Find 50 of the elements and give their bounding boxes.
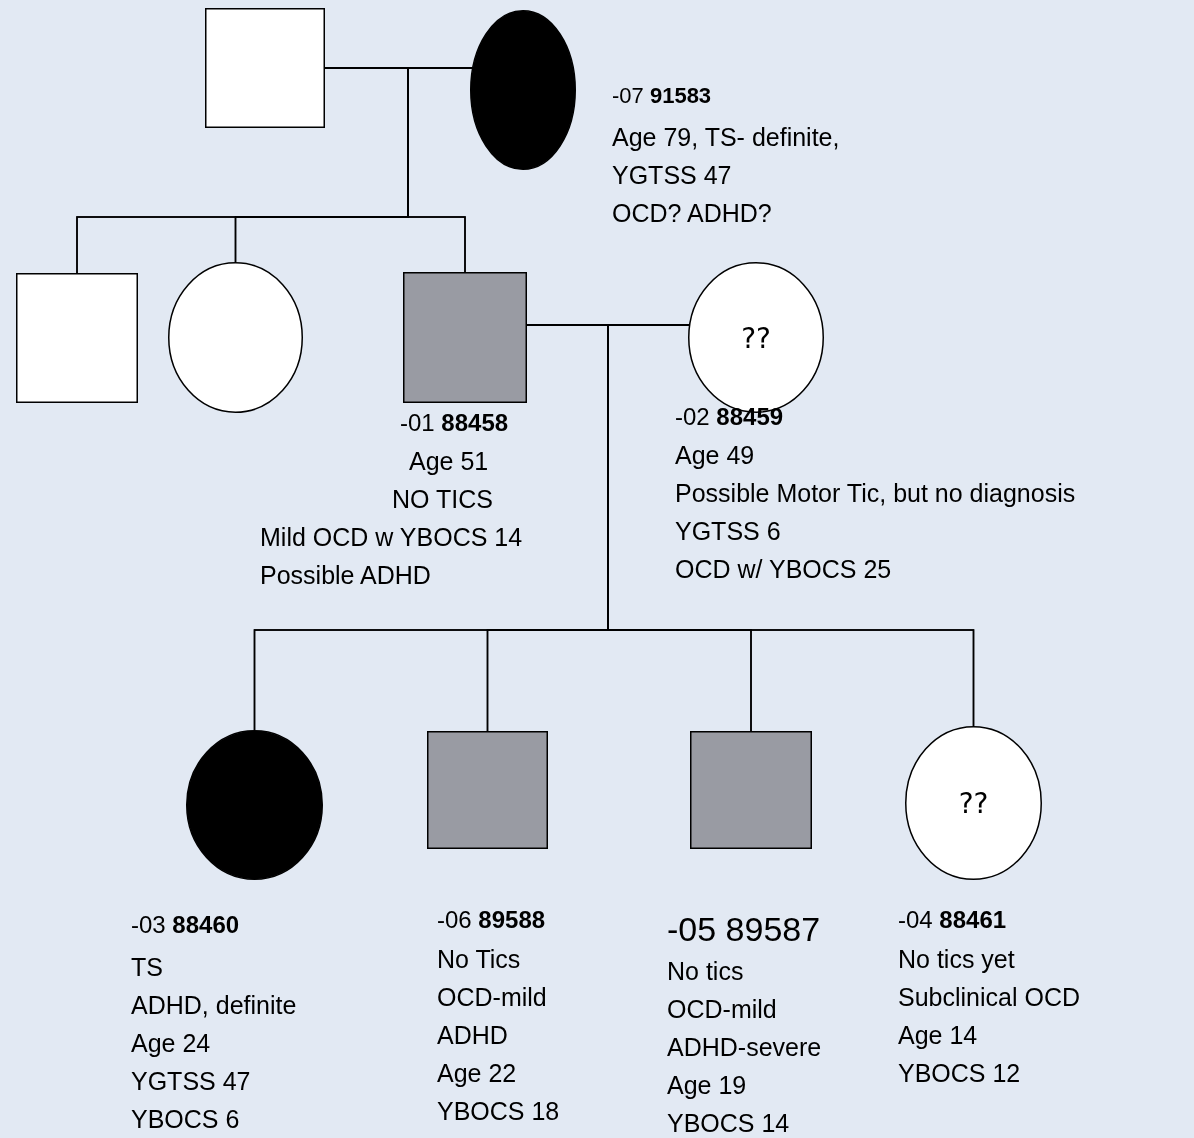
pedigree-female-circle [186, 730, 323, 880]
clinical-note: OCD? ADHD? [612, 198, 772, 229]
unknown-status-mark: ?? [958, 786, 989, 820]
clinical-note: Age 19 [667, 1070, 747, 1101]
clinical-note: TS [131, 952, 163, 983]
clinical-note: Mild OCD w YBOCS 14 [260, 522, 523, 553]
pedigree-male-square [403, 272, 527, 403]
individual-id-label: -01 88458 [400, 408, 509, 438]
clinical-note: Age 22 [437, 1058, 517, 1089]
clinical-note: No tics yet [898, 944, 1015, 975]
individual-id-label: -05 89587 [667, 909, 821, 950]
individual-id-label: -06 89588 [437, 905, 546, 935]
clinical-note: OCD-mild [437, 982, 547, 1013]
descent-line [607, 324, 975, 727]
pedigree-male-square [427, 731, 548, 849]
pedigree-male-square [690, 731, 812, 849]
descent-line [407, 67, 473, 273]
clinical-note: Age 49 [675, 440, 755, 471]
clinical-note: YBOCS 18 [437, 1096, 560, 1127]
clinical-note: Age 79, TS- definite, [612, 122, 840, 153]
clinical-note: YBOCS 12 [898, 1058, 1021, 1089]
clinical-note: ADHD, definite [131, 990, 297, 1021]
individual-id-label: -02 88459 [675, 402, 784, 432]
clinical-note: ADHD-severe [667, 1032, 822, 1063]
pedigree-female-circle [168, 262, 303, 413]
clinical-note: Age 24 [131, 1028, 211, 1059]
individual-id-label: -03 88460 [131, 910, 240, 940]
clinical-note: Age 14 [898, 1020, 978, 1051]
clinical-note: ADHD [437, 1020, 508, 1051]
clinical-note: Possible ADHD [260, 560, 431, 591]
clinical-note: OCD-mild [667, 994, 777, 1025]
clinical-note: Possible Motor Tic, but no diagnosis [675, 478, 1076, 509]
pedigree-female-circle [905, 726, 1042, 880]
pedigree-male-square [16, 273, 138, 403]
clinical-note: Subclinical OCD [898, 982, 1080, 1013]
pedigree-female-circle [470, 10, 576, 170]
clinical-note: Age 51 [409, 446, 489, 477]
pedigree-male-square [205, 8, 325, 128]
clinical-note: YBOCS 14 [667, 1108, 790, 1138]
clinical-note: No Tics [437, 944, 521, 975]
clinical-note: No tics [667, 956, 744, 987]
clinical-note: OCD w/ YBOCS 25 [675, 554, 892, 585]
individual-id-label: -04 88461 [898, 905, 1007, 935]
unknown-status-mark: ?? [741, 321, 771, 354]
clinical-note: YGTSS 47 [131, 1066, 251, 1097]
clinical-note: YBOCS 6 [131, 1104, 240, 1135]
individual-id-label: -07 91583 [612, 82, 712, 110]
clinical-note: NO TICS [392, 484, 493, 515]
clinical-note: YGTSS 47 [612, 160, 732, 191]
clinical-note: YGTSS 6 [675, 516, 781, 547]
